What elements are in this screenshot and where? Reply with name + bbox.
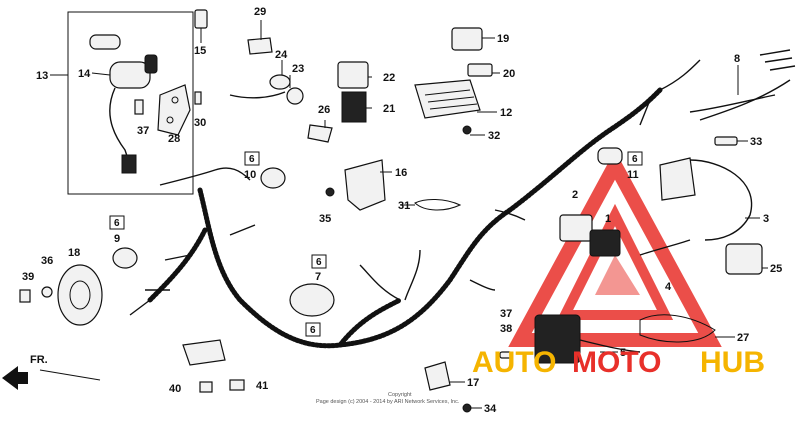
boxed-size-labels	[109, 151, 643, 337]
callout-11: 11	[627, 169, 639, 181]
callout-12: 12	[500, 107, 512, 119]
callout-33: 33	[750, 136, 762, 148]
callout-2: 2	[572, 189, 578, 201]
automotohub-wordmark: AUTO MOTO HUB	[472, 346, 765, 379]
callout-32: 32	[488, 130, 500, 142]
callout-3: 3	[763, 213, 769, 225]
callout-37-a: 37	[137, 125, 149, 137]
callout-14: 14	[78, 68, 91, 80]
callout-13: 13	[36, 70, 48, 82]
callout-numbers: 1 2 3 4 5 6 6 6 6 6 7 8 9 10 11 12 13 14…	[22, 6, 782, 415]
callout-5: 5	[620, 347, 626, 359]
ignition-switch-group	[67, 9, 208, 195]
upper-right-parts	[414, 27, 796, 364]
wordmark-auto: AUTO	[472, 346, 556, 379]
callout-30: 30	[194, 117, 206, 129]
front-direction-marker: FR.	[2, 354, 48, 390]
callout-39: 39	[22, 271, 34, 283]
callout-41: 41	[256, 380, 268, 392]
callout-23: 23	[292, 63, 304, 75]
copyright-footer: Copyright Page design (c) 2004 - 2014 by…	[316, 392, 460, 405]
callout-17: 17	[467, 377, 479, 389]
callout-15: 15	[194, 45, 206, 57]
callout-29: 29	[254, 6, 266, 18]
callout-26: 26	[318, 104, 330, 116]
callout-19: 19	[497, 33, 509, 45]
callout-18: 18	[68, 247, 80, 259]
left-and-lower-parts	[19, 167, 513, 413]
callout-6-d: 6	[310, 325, 316, 336]
callout-27: 27	[737, 332, 749, 344]
copyright-line-2: Page design (c) 2004 - 2014 by ARI Netwo…	[316, 399, 460, 405]
copyright-line-1: Copyright	[388, 392, 412, 398]
callout-36: 36	[41, 255, 53, 267]
callout-22: 22	[383, 72, 395, 84]
wordmark-moto: MOTO	[572, 346, 661, 379]
front-marker-label: FR.	[30, 354, 48, 366]
callout-24: 24	[275, 49, 288, 61]
callout-4: 4	[665, 281, 672, 293]
callout-1: 1	[605, 213, 611, 225]
front-arrow-icon	[2, 366, 28, 390]
callout-8: 8	[734, 53, 740, 65]
callout-6-e: 6	[632, 154, 638, 165]
callout-28: 28	[168, 133, 180, 145]
callout-31: 31	[398, 200, 410, 212]
callout-38: 38	[500, 323, 512, 335]
callout-6-a: 6	[249, 154, 255, 165]
callout-20: 20	[503, 68, 515, 80]
upper-center-parts	[229, 37, 462, 211]
callout-16: 16	[395, 167, 407, 179]
leader-lines	[39, 20, 768, 409]
callout-37-b: 37	[500, 308, 512, 320]
callout-35: 35	[319, 213, 331, 225]
callout-21: 21	[383, 103, 395, 115]
callout-6-c: 6	[316, 257, 322, 268]
automotohub-logo	[508, 150, 722, 347]
callout-40: 40	[169, 383, 181, 395]
callout-25: 25	[770, 263, 782, 275]
callout-10: 10	[244, 169, 256, 181]
callout-7: 7	[315, 271, 321, 283]
callout-34: 34	[484, 403, 497, 415]
callout-9: 9	[114, 233, 120, 245]
wordmark-hub: HUB	[700, 346, 765, 379]
callout-6-b: 6	[114, 218, 120, 229]
main-wire-harness	[129, 59, 701, 349]
